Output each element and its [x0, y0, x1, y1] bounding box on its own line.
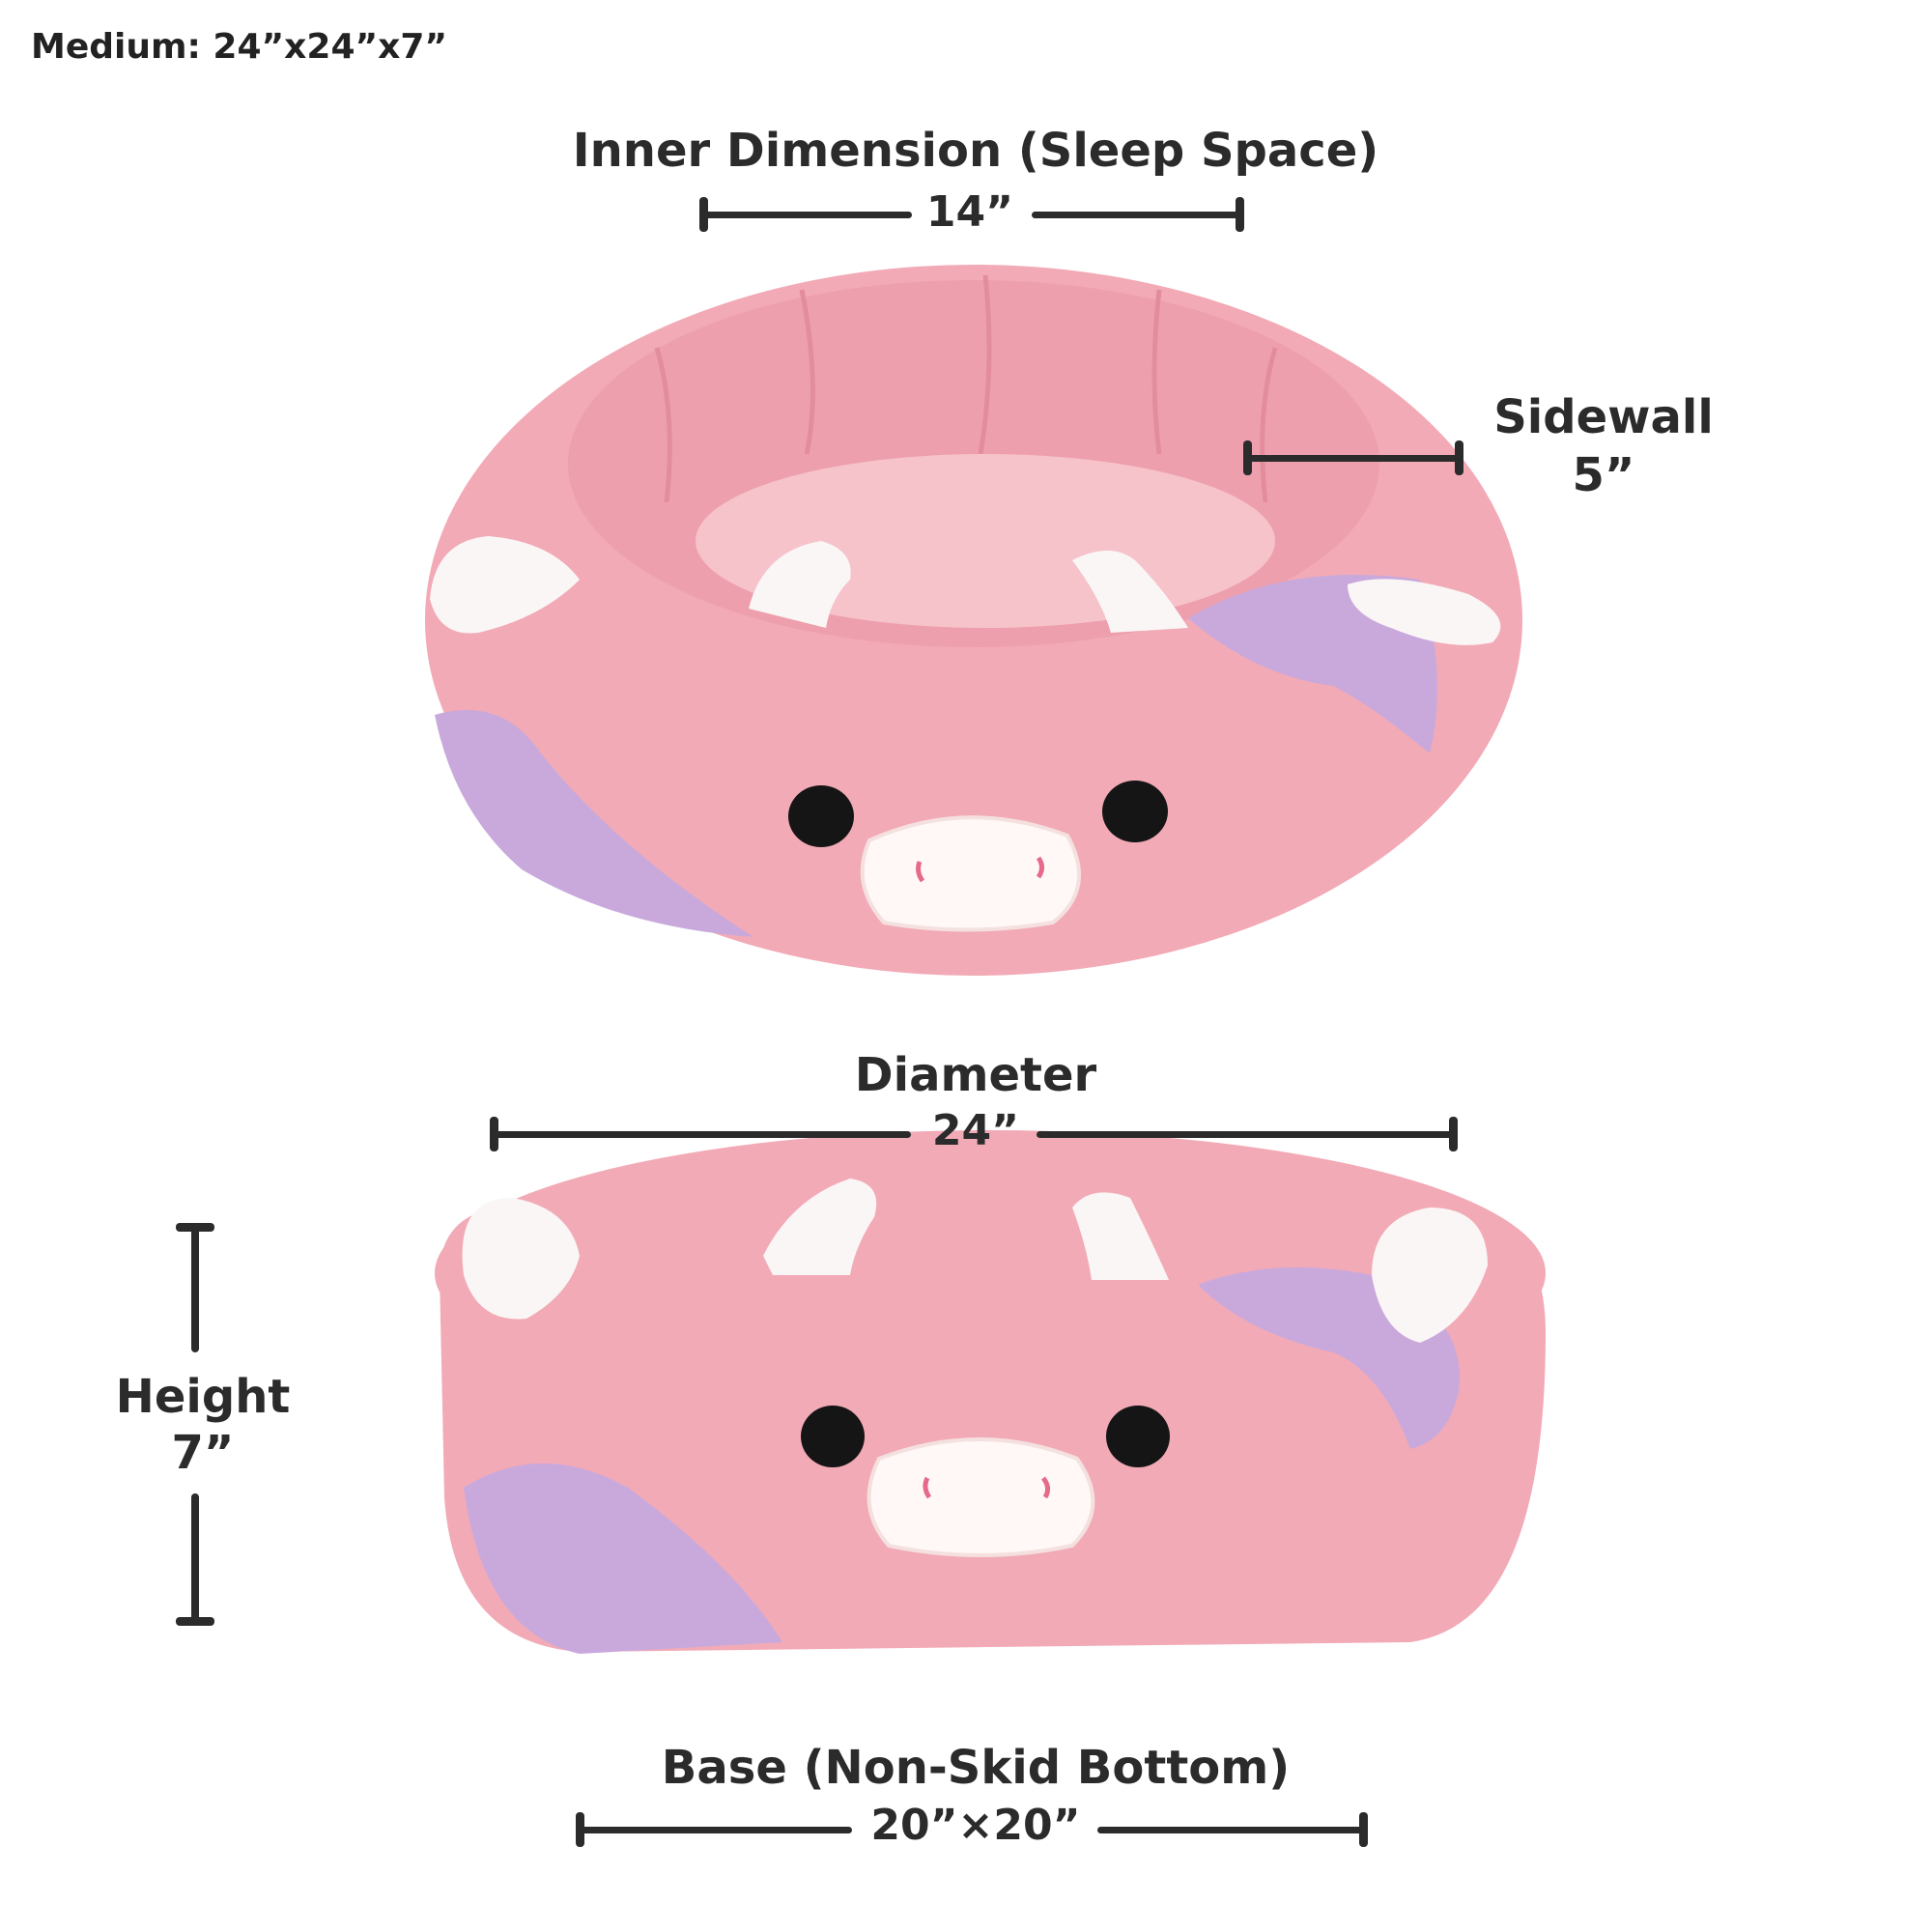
eye-left-icon [788, 785, 854, 847]
front-eye-right-icon [1106, 1406, 1170, 1467]
ear-right-icon [1348, 579, 1501, 645]
product-size-label: Medium: 24”x24”x7” [31, 27, 448, 67]
front-nostril-right-icon [1040, 1476, 1051, 1499]
height-title: Height [115, 1370, 291, 1424]
height-bar-bottom [191, 1493, 199, 1625]
horn-left-icon [749, 541, 851, 628]
front-snout-icon [867, 1437, 1095, 1557]
height-value: 7” [171, 1426, 235, 1480]
diameter-bar [490, 1117, 1458, 1151]
height-bar-bottom-cap [176, 1617, 214, 1626]
lavender-spot-left [435, 710, 753, 937]
inner-dimension-bar [699, 197, 1244, 232]
eye-right-icon [1102, 781, 1168, 842]
front-nostril-left-icon [923, 1476, 932, 1499]
front-lavender-spot-left [464, 1463, 782, 1654]
front-horn-right-icon [1072, 1192, 1169, 1280]
front-ear-left-icon [462, 1198, 580, 1320]
base-bar [576, 1812, 1368, 1847]
inner-dimension-value: 14” [925, 187, 1014, 237]
base-value: 20”×20” [870, 1801, 1081, 1850]
bed-pleats [654, 274, 1278, 503]
horn-right-icon [1072, 551, 1188, 633]
base-title: Base (Non-Skid Bottom) [661, 1741, 1291, 1795]
bed-front-view [435, 1130, 1546, 1654]
nostril-right-icon [1036, 856, 1044, 879]
diameter-title: Diameter [854, 1048, 1097, 1102]
sidewall-title: Sidewall [1493, 390, 1714, 444]
front-horn-left-icon [763, 1179, 877, 1275]
snout-icon [860, 815, 1081, 932]
ear-left-icon [430, 536, 580, 634]
front-eye-left-icon [801, 1406, 865, 1467]
diameter-value: 24” [931, 1106, 1020, 1155]
sidewall-value: 5” [1572, 448, 1635, 502]
nostril-left-icon [916, 861, 925, 883]
inner-dimension-title: Inner Dimension (Sleep Space) [572, 124, 1379, 178]
front-ear-right-icon [1372, 1208, 1488, 1343]
sidewall-bar [1243, 440, 1463, 475]
height-bar-top [191, 1223, 199, 1352]
bed-top-view [425, 265, 1522, 976]
